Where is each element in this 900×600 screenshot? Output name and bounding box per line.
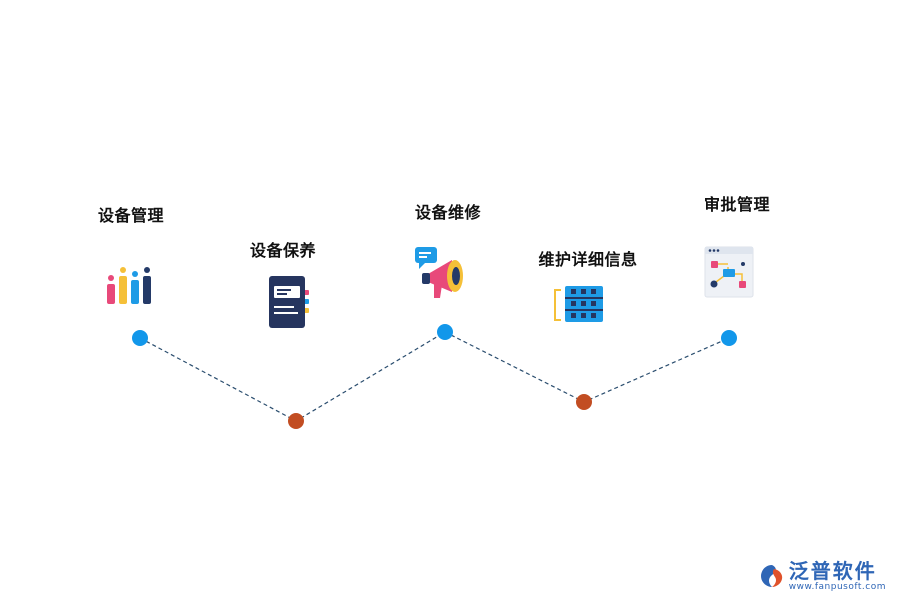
brand-name: 泛普软件 [788,559,877,583]
node-label-4: 维护详细信息 [538,250,638,269]
megaphone-icon [415,247,463,298]
notebook-icon [269,276,309,328]
node-dot-2 [288,413,304,429]
brand-url: www.fanpusoft.com [788,582,886,592]
node-label-2: 设备保养 [249,241,317,260]
node-label-3: 设备维修 [414,203,482,222]
node-label-1: 设备管理 [97,206,165,225]
node-dot-5 [721,330,737,346]
brand-logo: 泛普软件 www.fanpusoft.com [759,560,886,592]
brand-logo-icon [760,565,782,587]
connector-line [139,331,730,422]
server-rack-icon [554,286,603,322]
node-dot-3 [437,324,453,340]
node-dot-1 [132,330,148,346]
flowchart-window-icon [704,246,754,298]
bar-chart-icon [107,267,151,304]
node-label-5: 审批管理 [703,195,771,214]
node-dot-4 [576,394,592,410]
